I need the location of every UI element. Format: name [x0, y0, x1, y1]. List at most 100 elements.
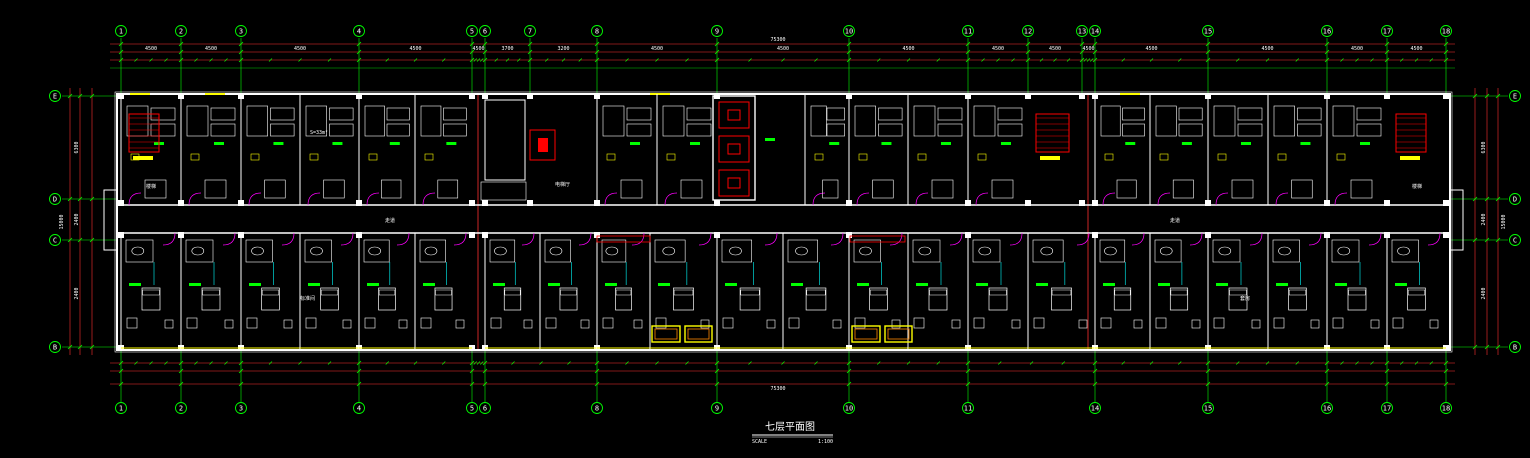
end-bay-right: [1449, 189, 1464, 251]
sub-tick: [209, 361, 213, 365]
sub-tick: [134, 58, 138, 62]
sub-tick: [1149, 58, 1154, 62]
bathtub: [310, 246, 323, 256]
room-tag: [857, 283, 869, 286]
bathroom: [304, 239, 332, 263]
bay-dimension-label: 4500: [902, 46, 914, 52]
bathroom: [1212, 239, 1241, 263]
axis-bubble-right: [1509, 193, 1521, 205]
sub-tick: [936, 58, 940, 62]
axis-bubble-left-label: D: [53, 196, 57, 204]
axis-bubble-right: [1509, 341, 1521, 353]
overall-dimension-top: 75300: [770, 37, 785, 43]
bay-dimension-label: 4500: [1082, 46, 1094, 52]
room-tag: [690, 142, 700, 145]
armchair: [1213, 317, 1225, 329]
bathroom: [364, 105, 385, 137]
axis-bubble-top-label: 10: [845, 28, 853, 36]
bed: [1237, 123, 1263, 137]
sub-tick: [298, 361, 302, 365]
bathtub: [1397, 246, 1410, 256]
suite-sofa: [651, 325, 681, 343]
bed: [1347, 287, 1367, 311]
sub-tick: [1039, 58, 1044, 62]
sub-tick: [561, 58, 566, 62]
armchair: [420, 317, 432, 329]
bathroom: [601, 239, 627, 263]
bathroom: [1391, 239, 1419, 263]
pillow: [378, 289, 396, 296]
side-table: [580, 319, 590, 329]
side-table: [523, 319, 533, 329]
axis-bubble-top-label: 18: [1442, 28, 1450, 36]
pillow: [1114, 289, 1131, 296]
bed: [826, 123, 845, 137]
room-tag: [791, 283, 803, 286]
axis-bubble-bottom: [115, 402, 127, 414]
axis-bubble-top-label: 1: [119, 28, 123, 36]
axis-bubble-left: [49, 90, 61, 102]
bay-dimension-label: 4500: [1049, 46, 1061, 52]
column: [1025, 93, 1031, 99]
column: [1384, 200, 1390, 206]
closet: [872, 179, 894, 199]
column: [1079, 200, 1085, 206]
standard-room-label: 标准间: [300, 295, 315, 302]
sub-tick: [473, 58, 477, 62]
sub-tick: [1414, 361, 1419, 365]
stair: [1395, 113, 1427, 153]
sub-tick: [655, 361, 659, 365]
closet: [991, 179, 1014, 199]
axis-bubble-bottom: [1381, 402, 1393, 414]
sub-tick: [1355, 58, 1359, 62]
fire-wall: [596, 235, 651, 243]
door-swing: [162, 232, 176, 246]
sub-tick: [545, 58, 549, 62]
axis-bubble-right: [1509, 90, 1521, 102]
column: [1384, 93, 1390, 99]
armchair: [1273, 317, 1285, 329]
stair: [128, 113, 160, 153]
axis-bubble-bottom: [1089, 402, 1101, 414]
axis-bubble-top-label: 12: [1024, 28, 1032, 36]
room-tag: [423, 283, 435, 286]
axis-bubble-top-label: 17: [1383, 28, 1391, 36]
axis-bubble-bottom-label: 8: [595, 405, 599, 413]
axis-bubble-right-label: D: [1513, 196, 1517, 204]
closet: [204, 179, 227, 199]
axis-bubble-top: [962, 25, 974, 37]
armchair: [1392, 317, 1404, 329]
room-tag: [658, 283, 670, 286]
axis-bubble-top-label: 2: [179, 28, 183, 36]
room-tag: [129, 283, 141, 286]
axis-bubble-top: [591, 25, 603, 37]
sub-tick: [748, 58, 752, 62]
sub-tick: [327, 58, 332, 62]
axis-bubble-bottom: [353, 402, 365, 414]
fire-wall: [849, 235, 906, 243]
axis-bubble-bottom: [1202, 402, 1214, 414]
axis-bubble-top: [1202, 25, 1214, 37]
pillow: [142, 289, 160, 296]
door-swing: [1102, 192, 1116, 206]
bathroom: [1272, 239, 1300, 263]
bed: [1051, 287, 1072, 311]
bed: [739, 287, 761, 311]
axis-bubble-bottom: [1440, 402, 1452, 414]
sub-tick: [473, 361, 477, 365]
door-swing: [1368, 232, 1382, 246]
room-tag: [916, 283, 928, 286]
bed: [1407, 287, 1426, 311]
column: [482, 200, 488, 206]
suite-sofa-inner: [687, 328, 710, 340]
axis-bubble-right-label: B: [1513, 344, 1517, 352]
sub-tick: [1355, 361, 1359, 365]
side-table: [1310, 319, 1320, 329]
bed: [1113, 287, 1132, 311]
bathroom: [1213, 105, 1236, 137]
side-table: [700, 319, 710, 329]
bay-dimension-label: 4500: [1351, 46, 1363, 52]
lavatory: [666, 153, 676, 161]
bed: [1178, 107, 1203, 121]
